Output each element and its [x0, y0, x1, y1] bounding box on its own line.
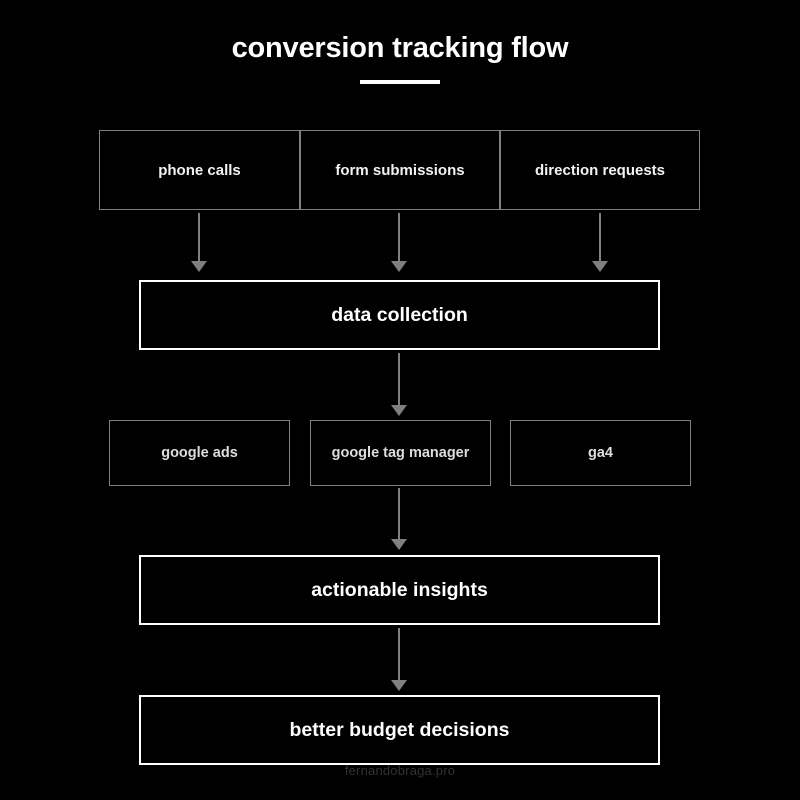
node-form-submissions[interactable]: form submissions: [300, 130, 500, 210]
node-actionable-insights[interactable]: actionable insights: [139, 555, 660, 625]
node-phone-calls[interactable]: phone calls: [99, 130, 300, 210]
connector-form-submissions-to-data-collection: [388, 213, 410, 272]
connector-actionable-insights-to-better-budget-decisions: [388, 628, 410, 691]
node-label: data collection: [331, 303, 468, 326]
node-ga4[interactable]: ga4: [510, 420, 691, 486]
node-label: direction requests: [534, 161, 666, 179]
connector-phone-calls-to-data-collection: [188, 213, 210, 272]
node-google-tag-manager[interactable]: google tag manager: [310, 420, 491, 486]
node-label: google ads: [161, 445, 238, 461]
page-title: conversion tracking flow: [231, 32, 569, 64]
node-better-budget-decisions[interactable]: better budget decisions: [139, 695, 660, 765]
node-label: form submissions: [335, 161, 465, 179]
title-underline-rule: [360, 80, 440, 84]
connector-data-collection-to-google-tag-manager: [388, 353, 410, 416]
title-block: conversion tracking flow: [0, 28, 800, 84]
connector-google-tag-manager-to-actionable-insights: [388, 488, 410, 550]
node-google-ads[interactable]: google ads: [109, 420, 290, 486]
node-label: phone calls: [158, 161, 241, 179]
node-label: actionable insights: [311, 578, 488, 601]
connector-direction-requests-to-data-collection: [589, 213, 611, 272]
node-label: google tag manager: [331, 445, 470, 461]
node-label: ga4: [588, 445, 613, 461]
node-direction-requests[interactable]: direction requests: [500, 130, 700, 210]
node-data-collection[interactable]: data collection: [139, 280, 660, 350]
watermark: fernandobraga.pro: [344, 763, 456, 778]
node-label: better budget decisions: [289, 718, 510, 741]
